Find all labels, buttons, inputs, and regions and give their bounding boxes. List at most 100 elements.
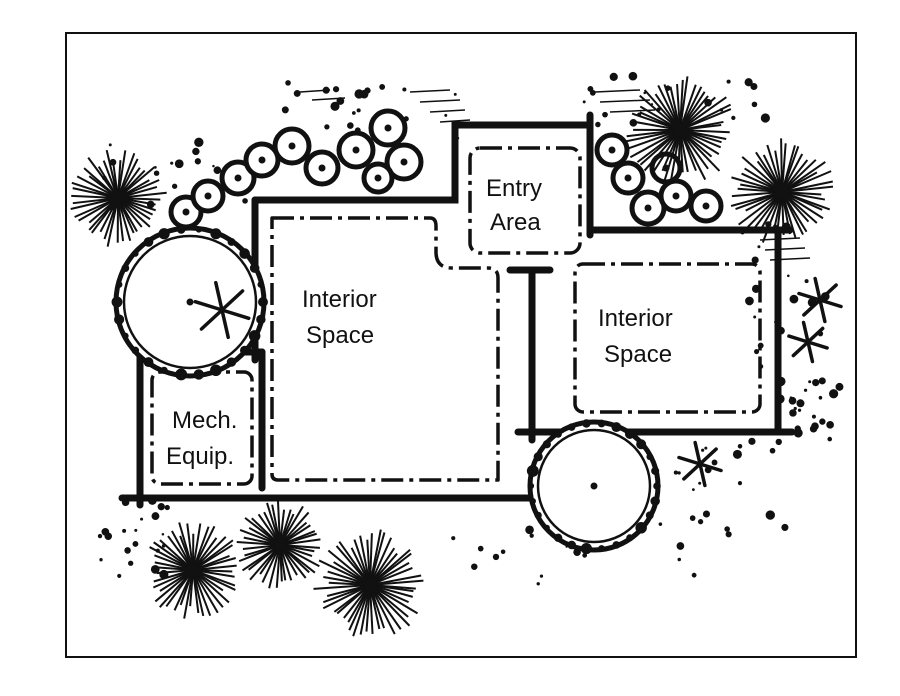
- stipple-dot: [658, 522, 663, 526]
- stipple-dot: [213, 166, 222, 175]
- stipple-dot: [673, 470, 678, 475]
- stipple-dot: [471, 563, 478, 570]
- mech-equip-label-line2: Equip.: [166, 443, 234, 470]
- stipple-dot: [99, 558, 103, 562]
- stipple-dot: [359, 89, 369, 99]
- stipple-dot: [796, 433, 801, 438]
- stipple-dot: [818, 377, 826, 385]
- small-star-plant-icon: [797, 276, 843, 324]
- stipple-dot: [164, 504, 170, 511]
- stipple-dot: [117, 573, 122, 578]
- stipple-dot: [602, 111, 608, 118]
- small-star-plant-icon: [787, 320, 829, 364]
- stipple-dot: [827, 436, 833, 442]
- stipple-dot: [122, 528, 127, 533]
- star-shrub-icon: [149, 522, 237, 619]
- stipple-dot: [697, 519, 704, 525]
- stipple-dot: [835, 382, 844, 391]
- star-shrub-icon: [236, 500, 321, 589]
- stipple-dot: [744, 78, 753, 87]
- stipple-dot: [132, 541, 139, 547]
- stipple-dot: [629, 119, 638, 127]
- stipple-dot: [453, 92, 457, 96]
- stipple-dot: [330, 101, 340, 111]
- stipple-dot: [332, 86, 340, 93]
- stipple-dot: [804, 279, 809, 284]
- stipple-dot: [796, 399, 805, 408]
- stipple-dot: [701, 448, 705, 452]
- stipple-dot: [108, 143, 112, 147]
- stipple-dot: [677, 471, 681, 475]
- stipple-dot: [539, 574, 544, 578]
- stipple-dot: [724, 526, 730, 532]
- star-shrub-icon: [624, 76, 732, 185]
- star-shrub-icon: [313, 529, 424, 637]
- stipple-dot: [731, 115, 736, 121]
- room-labels: Entry Area Interior Space Interior Space…: [166, 175, 673, 470]
- stipple-dot: [589, 89, 596, 96]
- stipple-dot: [704, 446, 708, 450]
- stipple-dot: [157, 503, 165, 511]
- stipple-dot: [444, 113, 448, 117]
- stipple-dot: [101, 527, 110, 536]
- stipple-dot: [811, 414, 816, 419]
- stipple-dot: [140, 517, 144, 521]
- stipple-dot: [793, 406, 797, 411]
- stipple-dot: [757, 245, 761, 249]
- stipple-dot: [192, 147, 200, 156]
- stipple-dot: [698, 481, 702, 485]
- stipple-dot: [134, 528, 138, 532]
- stipple-dot: [808, 380, 812, 384]
- stipple-dot: [402, 87, 407, 92]
- stipple-dot: [826, 421, 834, 429]
- stipple-dot: [492, 553, 500, 561]
- interior-space-right-outline: [573, 262, 762, 414]
- interior-space-right-label-line1: Interior: [598, 305, 673, 332]
- star-shrub-icon: [70, 149, 167, 247]
- stipple-dot: [726, 79, 731, 84]
- ground-texture: [97, 71, 844, 586]
- interior-space-right-label-line2: Space: [604, 341, 672, 368]
- stipple-dot: [174, 159, 184, 169]
- stipple-dot: [745, 296, 754, 306]
- stipple-dot: [787, 274, 790, 278]
- stipple-dot: [702, 510, 711, 518]
- stipple-dot: [751, 101, 758, 108]
- stipple-dot: [789, 294, 799, 304]
- stipple-dot: [128, 560, 134, 566]
- stipple-dot: [677, 557, 682, 562]
- stipple-dot: [819, 418, 826, 425]
- entry-area-label-line1: Entry: [486, 175, 542, 202]
- stipple-dot: [379, 84, 386, 90]
- stipple-dot: [153, 170, 160, 176]
- stipple-dot: [769, 447, 776, 454]
- stipple-dot: [711, 459, 718, 466]
- stipple-dot: [161, 533, 165, 536]
- stipple-dot: [500, 549, 506, 555]
- stipple-dot: [781, 523, 789, 531]
- stipple-dot: [748, 437, 756, 445]
- entry-area-outline: [468, 146, 582, 255]
- stipple-dot: [536, 582, 540, 586]
- stipple-dot: [242, 198, 248, 204]
- stipple-dot: [529, 533, 534, 538]
- stipple-dot: [788, 396, 797, 405]
- stipple-dot: [525, 525, 534, 535]
- stipple-dot: [765, 510, 775, 520]
- stipple-dot: [293, 89, 301, 97]
- small-star-plant-icon: [677, 440, 723, 488]
- bubble-shrub-icon: [594, 132, 724, 227]
- stipple-dot: [751, 284, 761, 293]
- stipple-dot: [97, 533, 103, 539]
- stipple-dot: [151, 512, 160, 521]
- stipple-dot: [194, 158, 201, 165]
- stipple-dot: [582, 552, 588, 558]
- stipple-dot: [212, 164, 215, 168]
- interior-space-left-outline: [270, 216, 500, 482]
- stipple-dot: [628, 71, 638, 81]
- stipple-dot: [324, 124, 330, 130]
- round-tree-icon: [526, 419, 661, 555]
- stipple-dot: [725, 531, 732, 538]
- diagram-frame: [65, 32, 857, 658]
